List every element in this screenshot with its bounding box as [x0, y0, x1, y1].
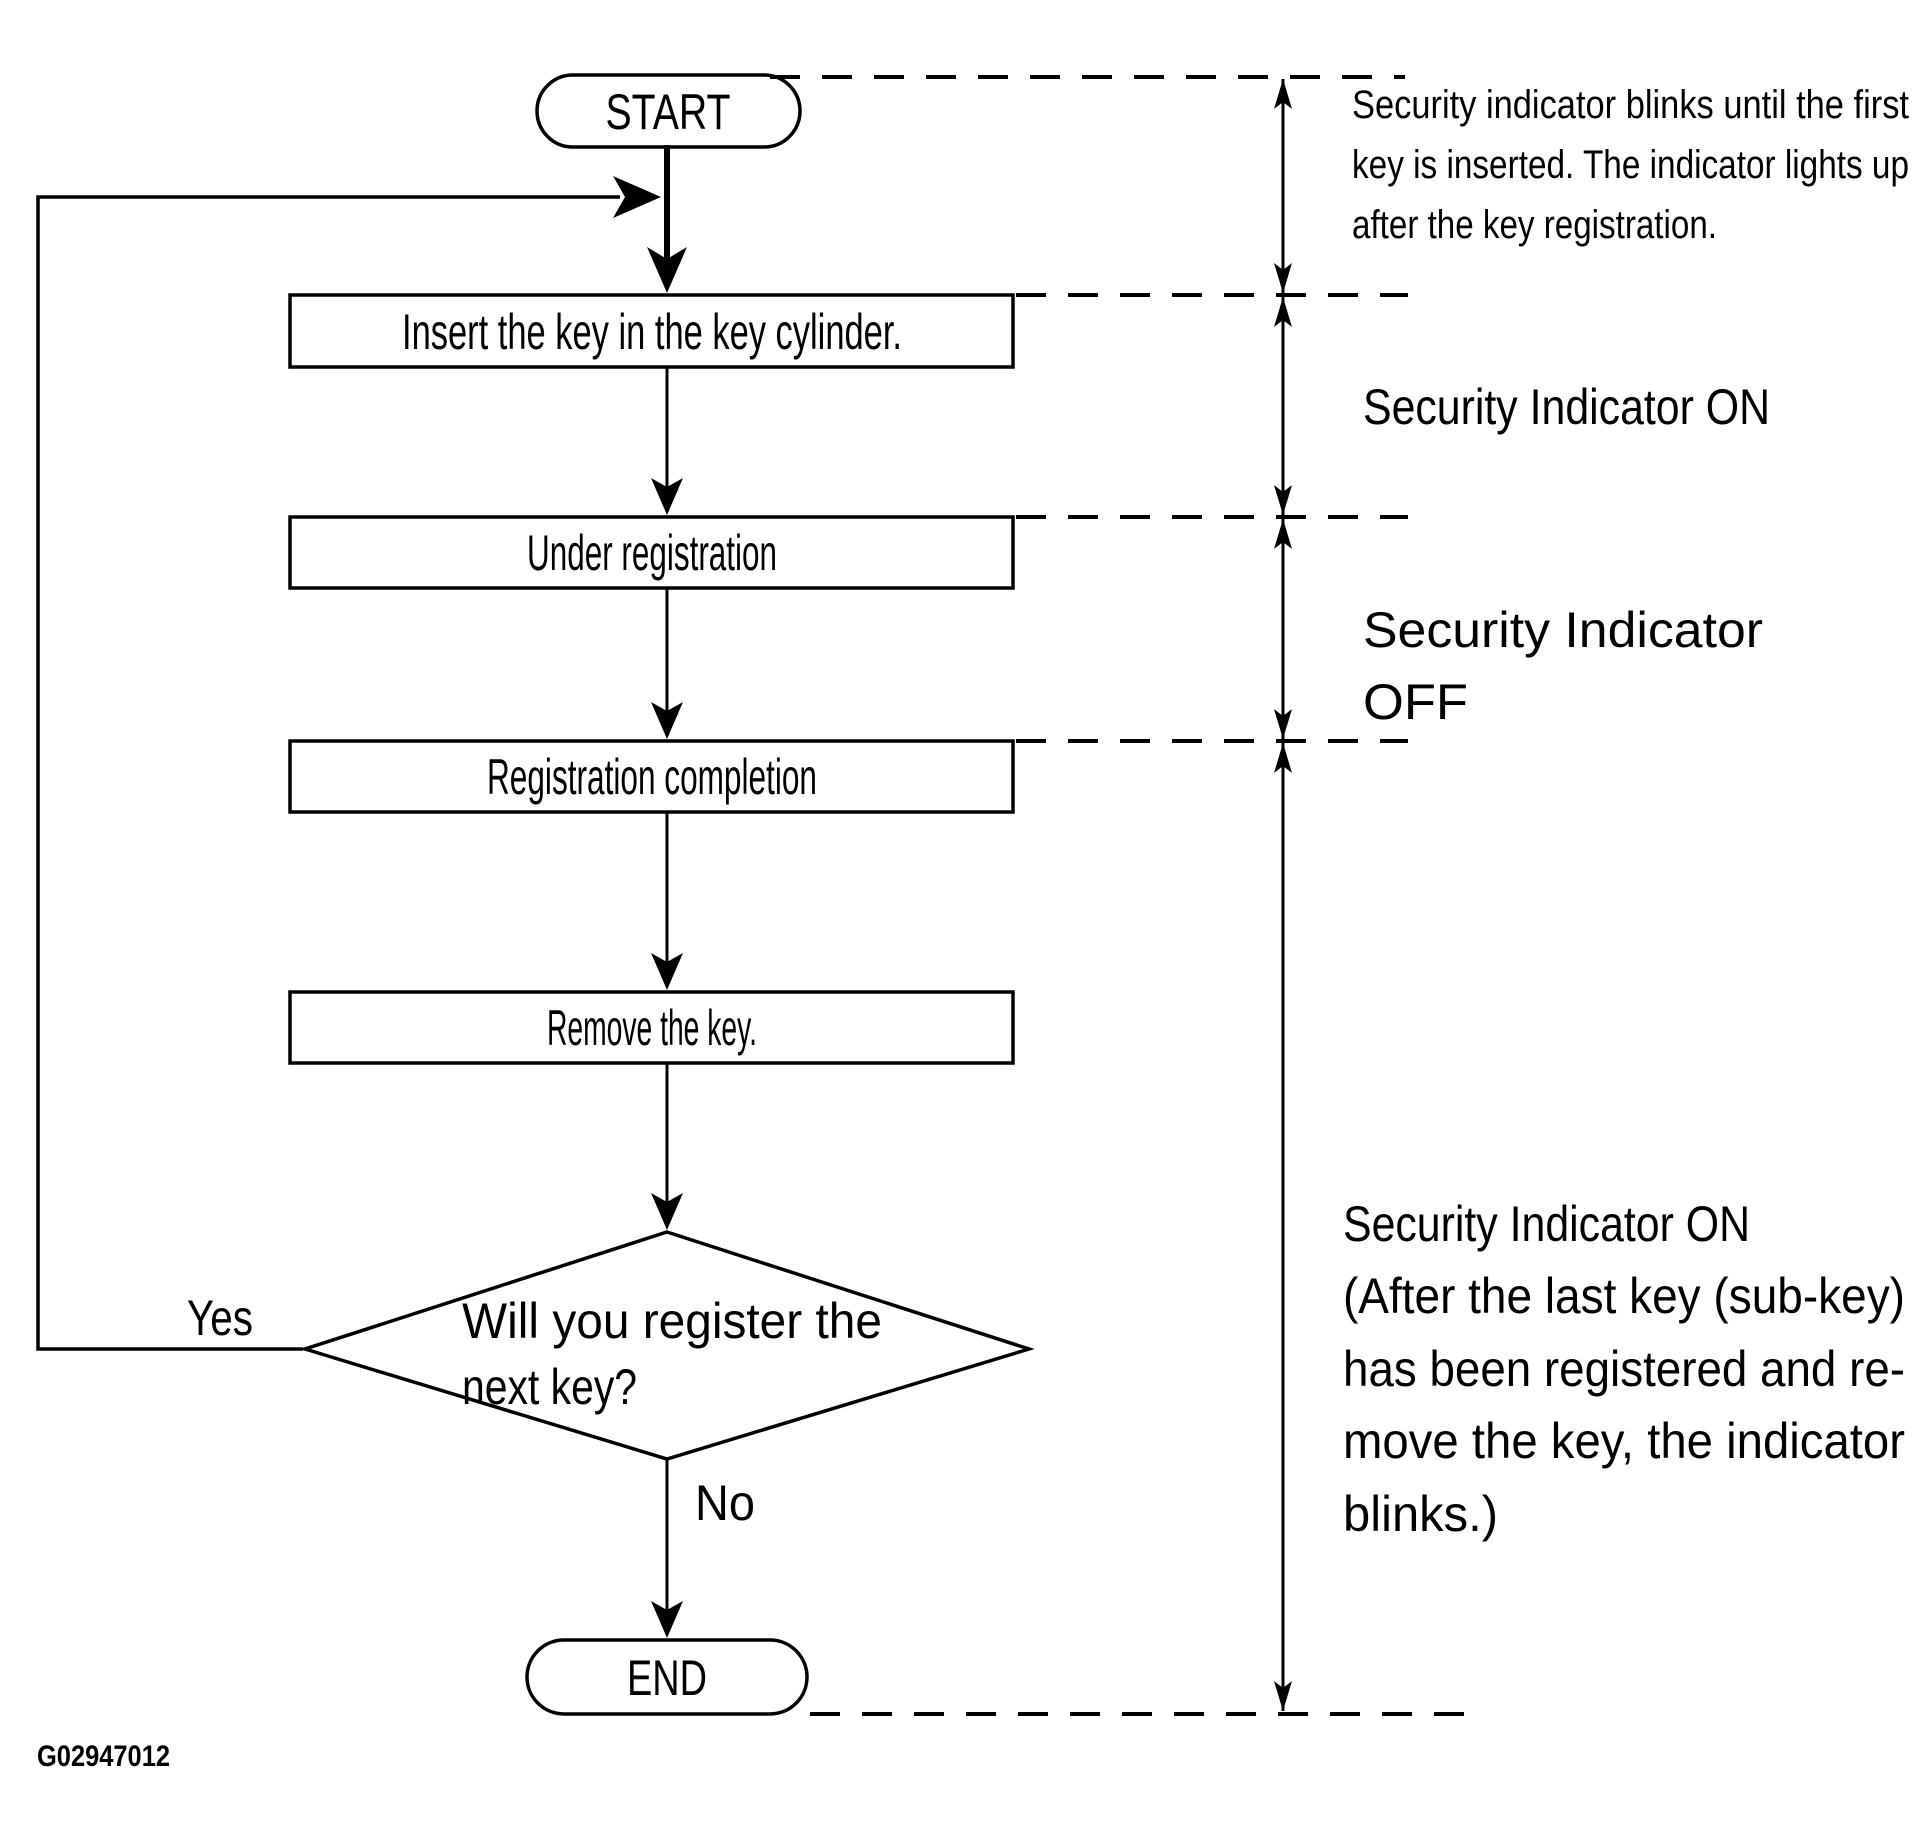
step-label-remove-key: Remove the key. — [547, 1000, 757, 1056]
loop-arrowhead-right — [613, 176, 661, 218]
annotation-indicator-on: Security Indicator ON — [1363, 379, 1770, 435]
dimension-arrow-up-2 — [1274, 297, 1292, 327]
annotation-after-line4: move the key, the indicator — [1343, 1413, 1905, 1469]
loop-line-yes — [36, 195, 620, 1351]
arrowhead-step4 — [651, 953, 683, 990]
end-label: END — [627, 1650, 707, 1706]
annotation-blink-line3: after the key registration. — [1352, 203, 1717, 247]
annotation-after-line5: blinks.) — [1343, 1486, 1498, 1542]
dimension-arrow-down-bottom — [1274, 1681, 1292, 1711]
annotation-after-line1: Security Indicator ON — [1343, 1196, 1750, 1252]
step-label-under-registration: Under registration — [527, 525, 777, 581]
annotation-blink-line2: key is inserted. The indicator lights up — [1352, 143, 1909, 187]
decision-label-line2: next key? — [462, 1359, 637, 1415]
step-box-registration-completion — [288, 739, 1015, 814]
annotation-blink-line1: Security indicator blinks until the firs… — [1352, 83, 1909, 127]
step-label-insert-key: Insert the key in the key cylinder. — [402, 304, 902, 360]
decision-diamond — [299, 1230, 1035, 1461]
annotation-indicator-off-line2: OFF — [1363, 674, 1468, 730]
step-box-insert-key — [288, 293, 1015, 369]
annotation-indicator-off: Security Indicator OFF — [1363, 602, 1763, 730]
annotation-after-line3: has been registered and re- — [1343, 1341, 1905, 1397]
dimension-arrow-down-4 — [1274, 709, 1292, 739]
dimension-arrow-down-3 — [1274, 485, 1292, 515]
step-box-remove-key — [288, 990, 1015, 1065]
yes-branch-label: Yes — [187, 1290, 253, 1346]
end-terminal — [525, 1638, 809, 1716]
dimension-arrow-down-2 — [1274, 263, 1292, 293]
dimension-arrow-up-top — [1274, 79, 1292, 109]
annotation-indicator-off-line1: Security Indicator — [1363, 602, 1763, 658]
dimension-arrow-up-4 — [1274, 743, 1292, 773]
arrowhead-decision — [651, 1193, 683, 1230]
arrowhead-step1 — [647, 247, 687, 293]
start-terminal — [535, 73, 802, 149]
step-box-under-registration — [288, 515, 1015, 590]
arrowhead-step3 — [651, 702, 683, 739]
step-label-registration-completion: Registration completion — [487, 749, 817, 805]
dimension-arrow-up-3 — [1274, 519, 1292, 549]
annotation-after-line2: (After the last key (sub-key) — [1343, 1268, 1905, 1324]
annotation-indicator-on-after: Security Indicator ON (After the last ke… — [1343, 1196, 1905, 1542]
arrowhead-end — [651, 1601, 683, 1638]
arrowhead-step2 — [651, 478, 683, 515]
start-label: START — [606, 84, 731, 140]
no-branch-label: No — [695, 1475, 755, 1531]
figure-code: G02947012 — [37, 1740, 170, 1773]
annotation-blink-note: Security indicator blinks until the firs… — [1352, 83, 1909, 247]
decision-label-line1: Will you register the — [462, 1293, 882, 1349]
